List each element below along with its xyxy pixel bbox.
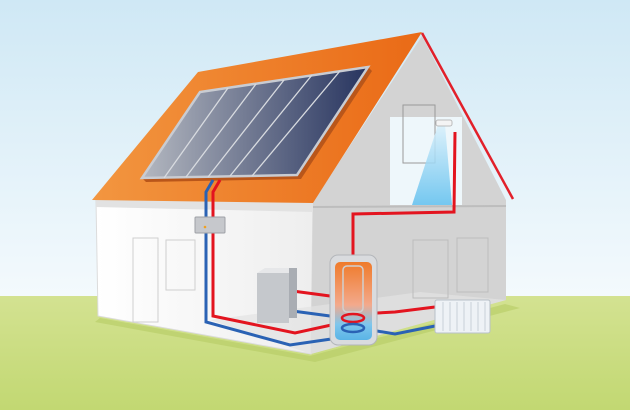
- window-left: [165, 239, 196, 291]
- tank-interior: [335, 262, 372, 340]
- shower-head: [435, 119, 453, 127]
- controller-indicator-icon: [203, 225, 207, 229]
- solar-panel-dividers: [163, 70, 341, 179]
- solar-cold-pipe: [204, 179, 346, 347]
- tank-solar-coil: [340, 322, 366, 334]
- radiator-hot-pipe: [376, 305, 436, 315]
- solar-controller[interactable]: [194, 216, 226, 234]
- window-right-1: [412, 239, 449, 299]
- hot-water-pipe: [351, 131, 457, 270]
- boiler-top: [257, 268, 297, 273]
- solar-panel[interactable]: [139, 65, 371, 180]
- radiator-fins: [442, 302, 486, 331]
- boiler[interactable]: [257, 273, 289, 323]
- solar-panel-shadow: [142, 67, 372, 182]
- window-right-2: [456, 237, 489, 293]
- radiator-cold-pipe: [376, 324, 436, 336]
- boiler-side: [289, 268, 297, 318]
- tank-inner-cylinder: [342, 265, 364, 313]
- tank-heat-coil: [340, 312, 366, 324]
- roof-gable-edge: [420, 32, 515, 200]
- door: [132, 237, 159, 323]
- shower-spray: [412, 125, 452, 205]
- house-shadow: [95, 304, 520, 362]
- floor-divider: [312, 205, 507, 208]
- upper-window: [402, 104, 436, 164]
- radiator[interactable]: [434, 299, 491, 334]
- solar-hot-pipe: [211, 179, 346, 335]
